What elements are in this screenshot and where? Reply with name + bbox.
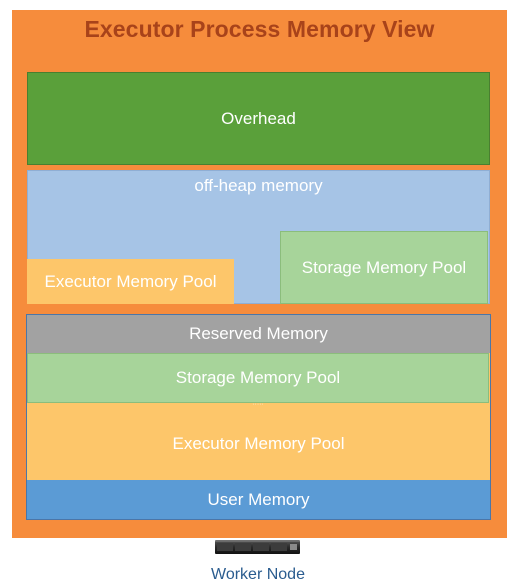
worker-node-label: Worker Node [211, 566, 305, 583]
offheap-memory-label: off-heap memory [194, 176, 323, 195]
user-memory-block: User Memory [27, 480, 490, 519]
server-icon [215, 540, 300, 554]
offheap-storage-pool: Storage Memory Pool [280, 231, 488, 304]
offheap-storage-pool-label: Storage Memory Pool [301, 257, 467, 277]
onheap-executor-pool: Executor Memory Pool [27, 408, 490, 480]
diagram-title: Executor Process Memory View [84, 16, 435, 42]
offheap-executor-pool: Executor Memory Pool [27, 259, 234, 304]
reserved-memory-block: Reserved Memory [27, 315, 490, 353]
onheap-storage-pool: Storage Memory Pool [27, 353, 489, 403]
pool-boundary-marker: ····· [252, 401, 264, 408]
overhead-block: Overhead [27, 72, 490, 165]
reserved-memory-label: Reserved Memory [189, 324, 328, 343]
user-memory-label: User Memory [207, 489, 310, 509]
onheap-executor-pool-label: Executor Memory Pool [172, 434, 345, 453]
onheap-storage-pool-label: Storage Memory Pool [175, 368, 341, 387]
offheap-executor-pool-label: Executor Memory Pool [44, 271, 217, 291]
overhead-label: Overhead [221, 108, 296, 128]
